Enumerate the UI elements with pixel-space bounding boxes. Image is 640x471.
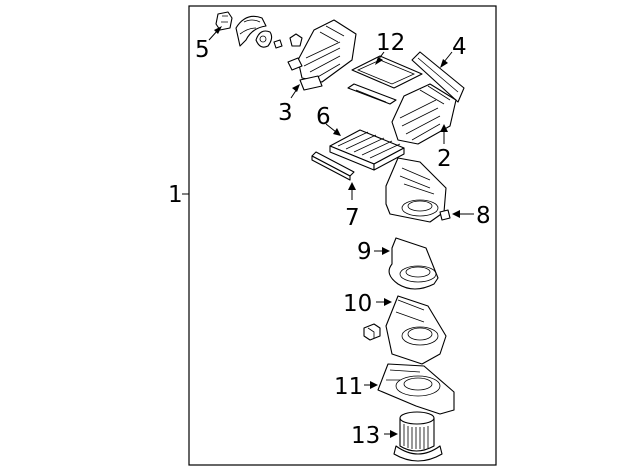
leader-8 [452,210,474,218]
leader-11 [364,381,378,389]
assembly-frame [188,5,497,466]
part-5-connectors [215,11,303,49]
callout-1: 1 [168,182,183,208]
callout-13: 13 [351,423,380,449]
callout-7: 7 [345,205,360,231]
callout-9: 9 [357,239,372,265]
part-13-blower-motor [393,411,443,462]
part-12-seal [347,55,423,105]
callout-8: 8 [476,203,491,229]
leader-5 [208,26,222,41]
part-9-gasket [388,237,439,290]
part-3-heater-housing [287,19,357,91]
callout-11: 11 [334,374,363,400]
leader-3 [290,84,300,99]
callout-5: 5 [195,37,210,63]
leader-2 [440,124,448,144]
part-11-scroll-base [377,363,455,415]
callout-2: 2 [437,146,452,172]
leader-4 [440,51,453,68]
callout-10: 10 [343,291,372,317]
part-2-evaporator-housing [391,83,457,145]
callout-12: 12 [376,30,405,56]
leader-10 [376,298,392,306]
part-8-blower-case [385,157,451,223]
leader-7 [348,182,356,200]
part-7-filter-cover [311,151,355,181]
callout-6: 6 [316,104,331,130]
callout-4: 4 [452,34,467,60]
leader-13 [384,430,398,438]
leader-12 [375,51,385,65]
leader-6 [325,123,341,136]
callout-3: 3 [278,100,293,126]
part-4-seal-strip [411,51,465,103]
leader-9 [374,247,390,255]
part-10-lower-case [363,295,447,365]
part-6-cabin-filter [329,129,405,171]
